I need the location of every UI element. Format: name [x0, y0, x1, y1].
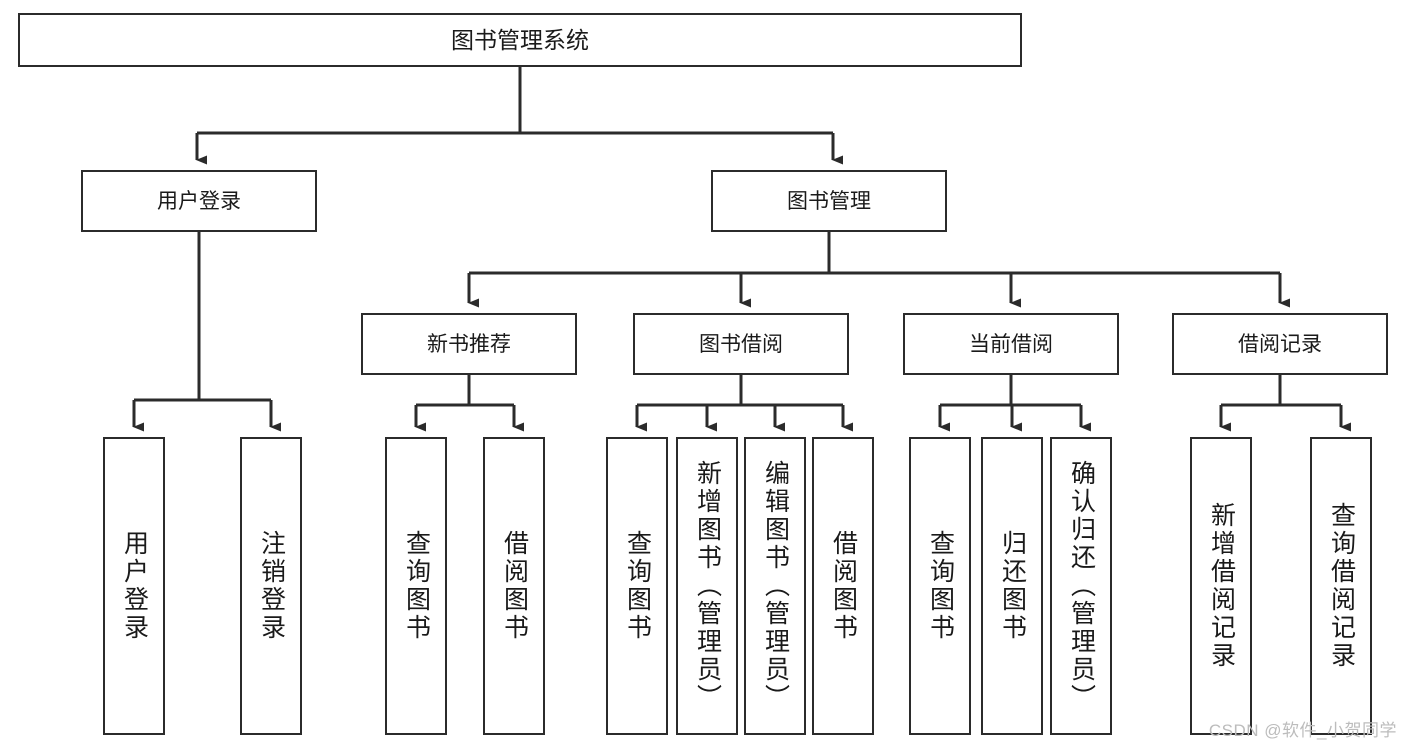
node-leaf-edit-book-admin[interactable]: 编辑图书（管理员） — [744, 437, 806, 735]
node-leaf-borrow-book[interactable]: 借阅图书 — [812, 437, 874, 735]
node-leaf-add-book-admin[interactable]: 新增图书（管理员） — [676, 437, 738, 735]
node-label: 图书管理 — [787, 189, 871, 213]
node-current-borrowing[interactable]: 当前借阅 — [903, 313, 1119, 375]
node-label: 确认归还（管理员） — [1067, 460, 1096, 712]
node-label: 图书借阅 — [699, 332, 783, 356]
node-book-management[interactable]: 图书管理 — [711, 170, 947, 232]
node-label: 新书推荐 — [427, 332, 511, 356]
node-label: 编辑图书（管理员） — [761, 460, 790, 712]
node-label: 借阅图书 — [829, 530, 858, 642]
node-leaf-query-borrow-record[interactable]: 查询借阅记录 — [1310, 437, 1372, 735]
node-leaf-confirm-return-admin[interactable]: 确认归还（管理员） — [1050, 437, 1112, 735]
node-label: 注销登录 — [257, 530, 286, 642]
node-label: 新增图书（管理员） — [693, 460, 722, 712]
node-book-borrowing[interactable]: 图书借阅 — [633, 313, 849, 375]
node-new-book-recommendation[interactable]: 新书推荐 — [361, 313, 577, 375]
node-label: 归还图书 — [998, 530, 1027, 642]
node-leaf-query-book-borrow[interactable]: 查询图书 — [606, 437, 668, 735]
node-label: 新增借阅记录 — [1207, 502, 1236, 670]
node-leaf-query-book-current[interactable]: 查询图书 — [909, 437, 971, 735]
node-leaf-query-book-rec[interactable]: 查询图书 — [385, 437, 447, 735]
node-label: 用户登录 — [120, 530, 149, 642]
node-label: 查询借阅记录 — [1327, 502, 1356, 670]
node-leaf-add-borrow-record[interactable]: 新增借阅记录 — [1190, 437, 1252, 735]
node-label: 查询图书 — [402, 530, 431, 642]
node-leaf-logout[interactable]: 注销登录 — [240, 437, 302, 735]
node-borrowing-record[interactable]: 借阅记录 — [1172, 313, 1388, 375]
node-leaf-user-login[interactable]: 用户登录 — [103, 437, 165, 735]
node-label: 借阅记录 — [1238, 332, 1322, 356]
node-label: 查询图书 — [926, 530, 955, 642]
node-leaf-borrow-book-rec[interactable]: 借阅图书 — [483, 437, 545, 735]
node-label: 借阅图书 — [500, 530, 529, 642]
node-label: 查询图书 — [623, 530, 652, 642]
node-label: 用户登录 — [157, 189, 241, 213]
node-leaf-return-book[interactable]: 归还图书 — [981, 437, 1043, 735]
node-book-management-system[interactable]: 图书管理系统 — [18, 13, 1022, 67]
node-label: 当前借阅 — [969, 332, 1053, 356]
node-label: 图书管理系统 — [451, 26, 589, 53]
node-user-login[interactable]: 用户登录 — [81, 170, 317, 232]
